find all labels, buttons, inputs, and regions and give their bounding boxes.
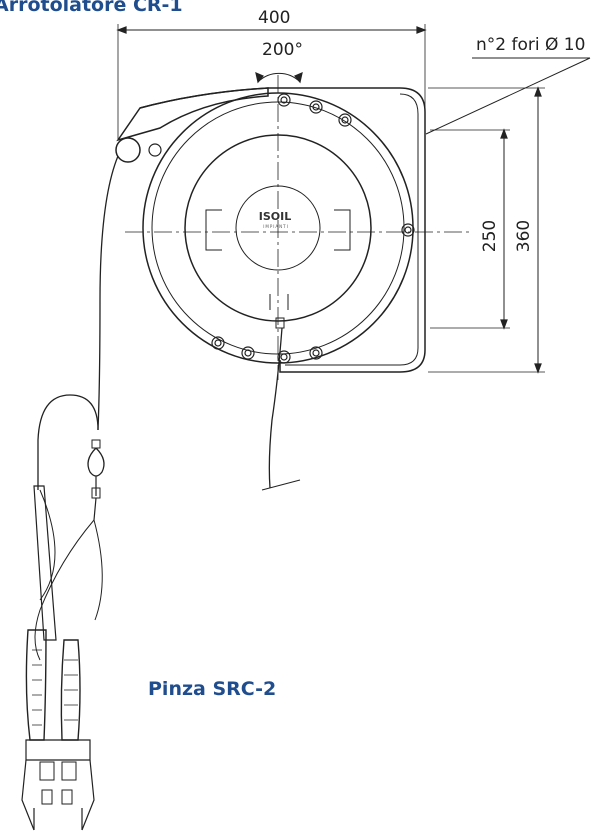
brand-logo-text: ISOIL (258, 210, 292, 223)
dimension-inner-height: 250 (480, 219, 501, 253)
dimension-rotation: 200° (262, 40, 303, 60)
dimension-holes: n°2 fori Ø 10 (476, 35, 586, 55)
title-reel: Arrotolatore CR-1 (0, 0, 183, 16)
title-clamp: Pinza SRC-2 (148, 678, 277, 700)
dimension-outer-height: 360 (514, 219, 535, 253)
brand-logo-subtext: IMPIANTI (263, 224, 289, 229)
dimension-width: 400 (258, 8, 291, 28)
